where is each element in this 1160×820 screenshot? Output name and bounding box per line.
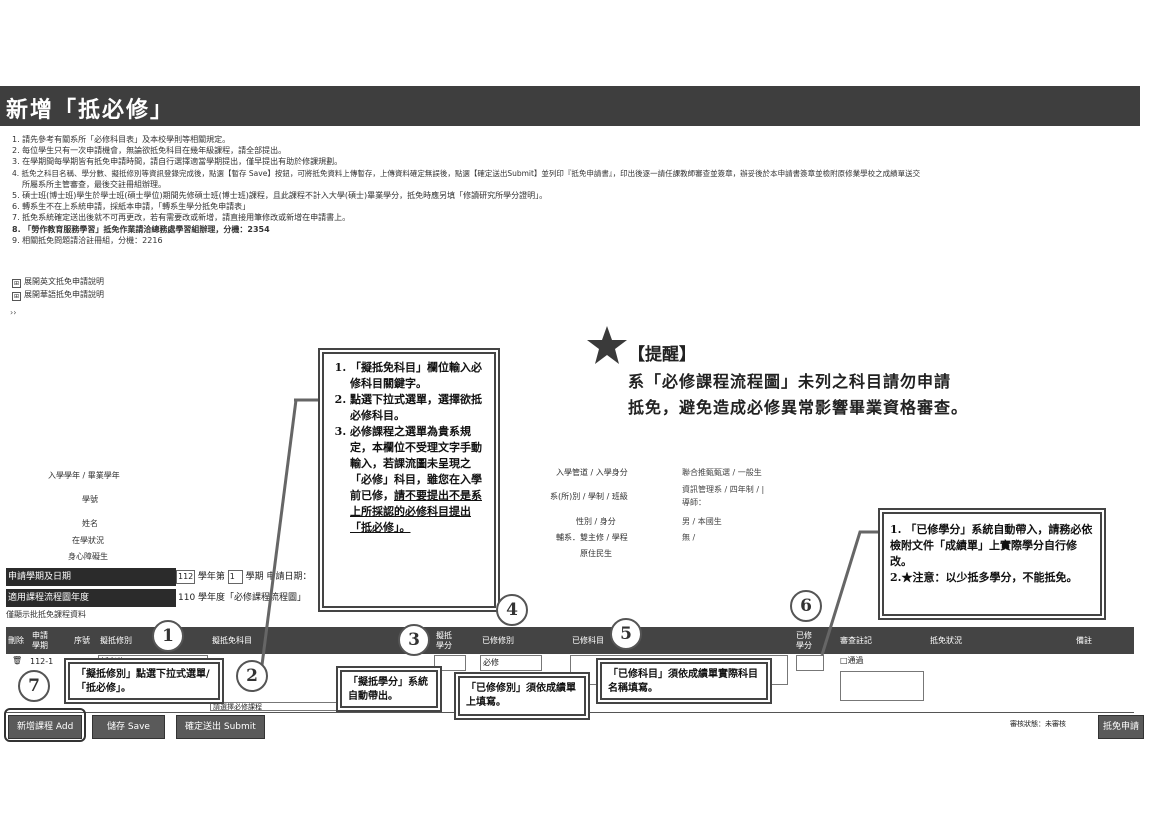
star-icon — [587, 326, 627, 364]
col-type: 擬抵修別 — [100, 635, 132, 645]
page-title: 新增「抵必修」 — [6, 97, 175, 123]
label-indigenous: 原住民生 — [580, 549, 612, 558]
apply-term-input[interactable]: 1 — [227, 569, 243, 584]
instruction-item: 7. 抵免系統確定送出後就不可再更改，若有需要改或新增，請直接用筆修改或新增在申… — [12, 213, 351, 223]
flow-year-value: 110 學年度「必修課程流程圖」 — [178, 593, 307, 603]
label-disability: 身心障礙生 — [68, 552, 108, 561]
callout-credits: 「擬抵學分」系統自動帶出。 — [340, 670, 438, 708]
apply-year-input[interactable]: 112 — [176, 569, 195, 584]
credits-input[interactable] — [434, 655, 466, 671]
label-department: 系(所)別 / 學制 / 班級 — [550, 492, 628, 501]
approved-note: 僅顯示批抵免課程資料 — [6, 610, 86, 619]
callout-taken-credits: 1. 「已修學分」系統自動帶入，請務必依檢附文件「成績單」上實際學分自行修改。 … — [882, 512, 1102, 616]
marker-1: 1 — [152, 620, 184, 652]
marker-3: 3 — [398, 624, 430, 656]
callout-taken-course: 「已修科目」須依成績單實際科目名稱填寫。 — [600, 662, 768, 700]
expand-icon: ⊞ — [12, 279, 21, 288]
col-credits: 擬抵學分 — [436, 630, 452, 650]
col-review: 審查註記 — [840, 635, 872, 645]
taken-credits-input[interactable] — [796, 655, 824, 671]
instruction-item: 2. 每位學生只有一次申請機會，無論欲抵免科目在幾年級課程，請全部提出。 — [12, 146, 287, 156]
value-department: 資訊管理系 / 四年制 / | — [682, 485, 765, 494]
course-table-header: 刪除 申請學期 序號 擬抵修別 擬抵免科目 擬抵學分 已修修別 已修科目 已修學… — [6, 627, 1134, 654]
instruction-item: 9. 相關抵免問題請洽註冊組，分機：2216 — [12, 235, 163, 245]
marker-2: 2 — [236, 660, 268, 692]
review-pass-checkbox[interactable]: □通過 — [840, 656, 864, 665]
page-header-bar — [0, 86, 1140, 126]
value-admission-channel: 聯合推甄甄選 / 一般生 — [682, 468, 762, 477]
save-button[interactable]: 儲存 Save — [92, 715, 165, 739]
taken-type-input[interactable]: 必修 — [480, 655, 542, 671]
col-taken-course: 已修科目 — [572, 635, 604, 645]
label-status: 在學狀況 — [72, 536, 104, 545]
instruction-item: 1. 請先參考有關系所「必修科目表」及本校學則等相關規定。 — [12, 135, 231, 144]
value-gender: 男 / 本國生 — [682, 517, 722, 526]
label-admission-year: 入學學年 / 畢業學年 — [48, 471, 120, 480]
callout-type-select: 「擬抵修別」點選下拉式選單/「抵必修」。 — [68, 662, 220, 700]
marker-5: 5 — [610, 618, 642, 650]
row-seq: 1 — [86, 657, 91, 666]
course-dash: - — [210, 656, 213, 665]
apply-term-row: 112 學年第 1 學期 申請日期： — [176, 569, 312, 584]
instruction-item: 4. 抵免之科目名稱、學分數、擬抵修別等資訊登錄完成後，點選【暫存 Save】按… — [12, 168, 921, 178]
add-button-highlight — [4, 708, 86, 742]
value-advisor: 導師： — [682, 498, 706, 507]
col-term: 申請學期 — [32, 630, 48, 650]
label-flow-year: 適用課程流程圖年度 — [6, 589, 176, 607]
label-minor: 輔系．雙主修 / 學程 — [556, 533, 628, 542]
instruction-item: 6. 轉系生不在上系統申請，採紙本申請，「轉系生學分抵免申請表」 — [12, 202, 251, 212]
col-delete: 刪除 — [8, 635, 24, 645]
print-application-button[interactable]: 抵免申請 — [1098, 715, 1144, 739]
marker-4: 4 — [496, 594, 528, 626]
reminder-line: 系「必修課程流程圖」未列之科目請勿申請 — [628, 372, 952, 391]
label-gender: 性別 / 身分 — [576, 517, 616, 526]
label-name: 姓名 — [82, 519, 98, 528]
row-term: 112-1 — [30, 657, 54, 666]
quote-mark: ›› — [10, 308, 17, 317]
marker-7: 7 — [18, 670, 50, 702]
reminder-title: 【提醒】 — [628, 345, 696, 365]
instruction-item: 3. 在學期間每學期皆有抵免申請時間，請自行選擇適當學期提出，僅早提出有助於修課… — [12, 157, 343, 167]
instruction-item: 5. 碩士班(博士班)學生於學士班(碩士學位)期間先修碩士班(博士班)課程，且此… — [12, 191, 548, 201]
expand-icon: ⊞ — [12, 292, 21, 301]
col-result: 抵免狀況 — [930, 635, 962, 645]
col-remark: 備註 — [1076, 635, 1092, 645]
col-seq: 序號 — [74, 635, 90, 645]
col-taken-type: 已修修別 — [482, 635, 514, 645]
submit-button[interactable]: 確定送出 Submit — [176, 715, 265, 739]
instruction-item: 所屬系所主管審查，最後交註冊組辦理。 — [22, 179, 166, 189]
callout-course-input: 「擬抵免科目」欄位輸入必修科目關鍵字。 點選下拉式選單，選擇欲抵必修科目。 必修… — [322, 352, 496, 608]
review-note-input[interactable] — [840, 671, 924, 701]
chevron-down-icon: ⌄ — [198, 656, 205, 667]
callout-taken-type: 「已修修別」須依成績單上填寫。 — [458, 676, 586, 716]
col-taken-credits: 已修學分 — [796, 630, 812, 650]
col-course: 擬抵免科目 — [212, 635, 252, 645]
delete-icon[interactable]: 🗑 — [12, 656, 23, 665]
marker-6: 6 — [790, 590, 822, 622]
reminder-line: 抵免，避免造成必修異常影響畢業資格審查。 — [628, 398, 969, 417]
label-admission-channel: 入學管道 / 入學身分 — [556, 468, 628, 477]
expand-chinese-link[interactable]: ⊞展開華語抵免申請說明 — [12, 290, 104, 301]
label-student-id: 學號 — [82, 495, 98, 504]
value-minor: 無 / — [682, 533, 696, 542]
instruction-list: 1. 請先參考有關系所「必修科目表」及本校學則等相關規定。 2. 每位學生只有一… — [12, 134, 1132, 246]
expand-english-link[interactable]: ⊞展開英文抵免申請說明 — [12, 277, 104, 288]
label-apply-term: 申請學期及日期 — [6, 568, 176, 586]
instruction-item: 8. 「勞作教育服務學習」抵免作業請洽總務處學習組辦理，分機：2354 — [12, 224, 270, 234]
review-status: 審核狀態：未審核 — [1010, 720, 1066, 728]
add-course-button[interactable]: 新增課程 Add — [8, 715, 83, 739]
